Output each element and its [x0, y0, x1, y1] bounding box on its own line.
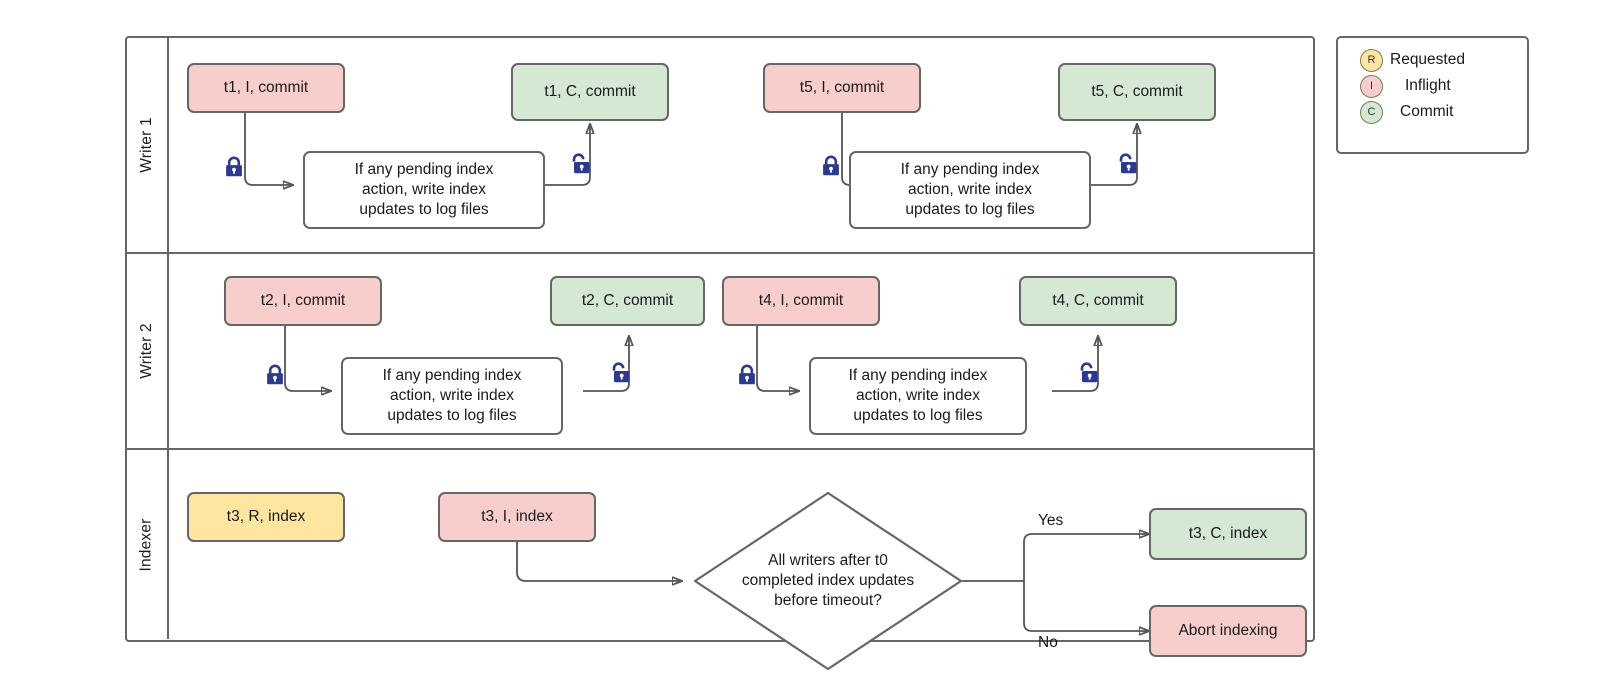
lane-indexer: Indexer t3, R, index t3, I, in — [127, 450, 1313, 671]
node-writer1-index-flush-1[interactable]: If any pending index action, write index… — [303, 151, 545, 229]
legend-item-requested: R Requested — [1360, 47, 1527, 73]
lane-body-indexer: t3, R, index t3, I, index All writers af… — [169, 450, 1313, 671]
node-decision-writers-completed[interactable]: All writers after t0 completed index upd… — [692, 490, 964, 672]
lock-open-icon — [569, 153, 591, 175]
lock-open-icon — [609, 362, 631, 384]
node-abort-indexing[interactable]: Abort indexing — [1149, 605, 1307, 657]
node-writer2-index-flush-2[interactable]: If any pending index action, write index… — [809, 357, 1027, 435]
node-t4-inflight-commit[interactable]: t4, I, commit — [722, 276, 880, 326]
lock-closed-icon — [820, 155, 842, 177]
node-t2-inflight-commit[interactable]: t2, I, commit — [224, 276, 382, 326]
swimlane-pool: Writer 1 — [125, 36, 1315, 671]
node-t5-inflight-commit[interactable]: t5, I, commit — [763, 63, 921, 113]
node-t3-requested-index[interactable]: t3, R, index — [187, 492, 345, 542]
badge-commit-icon: C — [1360, 100, 1383, 124]
lock-closed-icon — [223, 156, 245, 178]
node-t3-commit-index[interactable]: t3, C, index — [1149, 508, 1307, 560]
lane-header-writer-1: Writer 1 — [127, 38, 169, 252]
legend-item-commit: C Commit — [1360, 99, 1527, 125]
lock-open-icon — [1116, 153, 1138, 175]
decision-label: All writers after t0 completed index upd… — [741, 551, 915, 610]
badge-requested-icon: R — [1360, 48, 1383, 72]
lane-label-writer-1: Writer 1 — [138, 117, 156, 173]
node-t1-inflight-commit[interactable]: t1, I, commit — [187, 63, 345, 113]
node-writer2-index-flush-1[interactable]: If any pending index action, write index… — [341, 357, 563, 435]
lane-writer-1: Writer 1 — [127, 38, 1313, 254]
lane-label-indexer: Indexer — [138, 517, 156, 572]
decision-diamond-shape — [693, 491, 963, 671]
lane-body-writer-2: t2, I, commit If any pending index actio… — [169, 254, 1313, 448]
legend-label-requested: Requested — [1390, 51, 1465, 68]
node-t3-inflight-index[interactable]: t3, I, index — [438, 492, 596, 542]
lock-closed-icon — [264, 364, 286, 386]
node-t4-commit-commit[interactable]: t4, C, commit — [1019, 276, 1177, 326]
lane-body-writer-1: t1, I, commit If any pending index actio… — [169, 38, 1313, 252]
lane-header-indexer: Indexer — [127, 450, 169, 639]
lane-label-writer-2: Writer 2 — [138, 323, 156, 379]
node-t2-commit-commit[interactable]: t2, C, commit — [550, 276, 705, 326]
edge-label-yes: Yes — [1038, 512, 1064, 529]
legend-label-inflight: Inflight — [1405, 77, 1451, 94]
lock-closed-icon — [736, 364, 758, 386]
lane-writer-2: Writer 2 t2, I, commit If any pending in… — [127, 254, 1313, 450]
legend-panel: R Requested I Inflight C Commit — [1336, 36, 1529, 154]
legend-item-inflight: I Inflight — [1360, 73, 1527, 99]
lane-header-writer-2: Writer 2 — [127, 254, 169, 448]
node-t1-commit-commit[interactable]: t1, C, commit — [511, 63, 669, 121]
edge-label-no: No — [1038, 634, 1058, 651]
node-writer1-index-flush-2[interactable]: If any pending index action, write index… — [849, 151, 1091, 229]
node-t5-commit-commit[interactable]: t5, C, commit — [1058, 63, 1216, 121]
lock-open-icon — [1077, 362, 1099, 384]
legend-label-commit: Commit — [1400, 103, 1454, 120]
badge-inflight-icon: I — [1360, 74, 1383, 98]
